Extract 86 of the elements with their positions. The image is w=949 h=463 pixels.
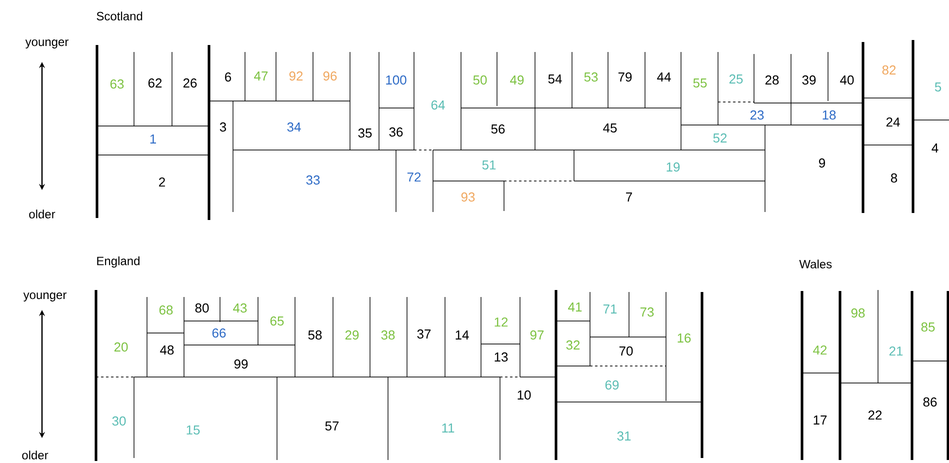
unit-number: 9	[819, 158, 826, 168]
unit-number: 86	[923, 397, 937, 407]
region-label: England	[97, 256, 140, 268]
unit-number: 70	[619, 346, 633, 356]
unit-number: 100	[386, 75, 406, 85]
unit-number: 92	[289, 71, 303, 81]
unit-number: 97	[530, 330, 544, 340]
unit-number: 18	[822, 110, 836, 120]
unit-number: 53	[584, 72, 598, 82]
unit-number: 64	[431, 100, 445, 110]
unit-number: 56	[491, 124, 505, 134]
unit-number: 11	[442, 424, 454, 432]
unit-number: 33	[306, 175, 320, 185]
unit-number: 41	[568, 302, 582, 312]
unit-number: 4	[932, 144, 938, 152]
unit-number: 14	[456, 330, 469, 340]
unit-number: 35	[358, 128, 372, 138]
unit-number: 22	[868, 410, 882, 420]
unit-number: 21	[889, 346, 903, 356]
unit-number: 28	[765, 75, 779, 85]
region-label: Scotland	[96, 12, 142, 20]
unit-number: 73	[640, 307, 654, 317]
unit-number: 79	[618, 72, 632, 82]
unit-number: 20	[114, 342, 128, 352]
unit-number: 71	[603, 304, 617, 314]
unit-number: 24	[886, 117, 900, 127]
unit-number: 93	[461, 192, 475, 202]
unit-number: 66	[212, 328, 226, 338]
unit-number: 3	[220, 122, 226, 132]
unit-number: 50	[473, 75, 487, 85]
unit-number: 96	[323, 71, 337, 81]
unit-number: 37	[417, 329, 431, 339]
unit-number: 36	[389, 127, 403, 137]
axis-label: older	[22, 450, 48, 460]
unit-number: 25	[729, 74, 743, 84]
unit-number: 51	[482, 160, 496, 170]
unit-number: 1	[150, 134, 156, 144]
unit-number: 63	[110, 79, 124, 89]
unit-number: 99	[234, 359, 248, 369]
axis-label: older	[29, 210, 56, 218]
unit-number: 54	[548, 74, 562, 84]
unit-number: 7	[626, 192, 632, 202]
unit-number: 55	[693, 78, 707, 88]
unit-number: 98	[851, 308, 865, 318]
unit-number: 82	[882, 65, 896, 75]
unit-number: 48	[160, 345, 174, 355]
unit-number: 10	[518, 390, 531, 400]
unit-number: 16	[678, 333, 691, 343]
axis-label: younger	[23, 292, 66, 302]
unit-number: 15	[186, 425, 200, 435]
unit-number: 26	[183, 78, 197, 88]
unit-number: 47	[254, 72, 268, 80]
unit-number: 44	[657, 72, 671, 82]
unit-number: 19	[666, 162, 680, 172]
unit-number: 43	[233, 303, 247, 313]
unit-number: 57	[325, 421, 339, 431]
unit-number: 12	[494, 317, 508, 327]
axis-label: younger	[25, 40, 68, 48]
region-label: Wales	[799, 260, 832, 268]
unit-number: 31	[617, 431, 631, 441]
unit-number: 39	[802, 75, 816, 85]
unit-number: 80	[195, 303, 209, 313]
unit-number: 34	[287, 122, 301, 132]
unit-number: 32	[566, 340, 580, 350]
unit-number: 30	[112, 416, 126, 426]
unit-number: 49	[510, 75, 524, 85]
unit-number: 52	[713, 133, 727, 143]
unit-number: 17	[814, 416, 827, 424]
unit-number: 8	[890, 173, 898, 183]
unit-number: 65	[270, 316, 284, 326]
unit-number: 6	[225, 72, 232, 82]
unit-number: 45	[603, 123, 617, 133]
unit-number: 72	[407, 172, 421, 182]
unit-number: 23	[750, 110, 764, 120]
unit-number: 69	[605, 380, 619, 390]
unit-number: 62	[148, 78, 162, 88]
unit-number: 42	[813, 345, 827, 355]
unit-number: 13	[494, 352, 508, 362]
unit-number: 2	[159, 177, 165, 187]
unit-number: 5	[934, 82, 942, 92]
unit-number: 40	[840, 75, 854, 85]
unit-number: 38	[381, 330, 395, 340]
unit-number: 85	[921, 322, 935, 332]
unit-number: 68	[159, 305, 173, 315]
unit-number: 29	[345, 330, 359, 340]
unit-number: 58	[308, 330, 322, 340]
